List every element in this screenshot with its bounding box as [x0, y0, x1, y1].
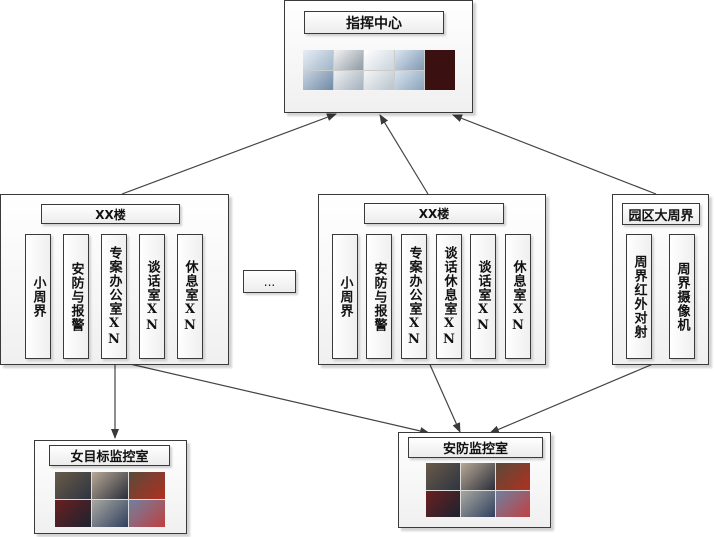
- room-label: 安防与报警: [371, 261, 387, 332]
- building-left-room-3[interactable]: 专案办公室XN: [101, 234, 127, 359]
- arrow-left-building-to-command: [121, 113, 337, 195]
- room-label: 休息室XN: [182, 259, 198, 334]
- perimeter-title: 园区大周界: [622, 203, 700, 225]
- building-right-room-5[interactable]: 谈话室XN: [470, 234, 496, 359]
- room-label: 专案办公室XN: [406, 245, 422, 348]
- building-left-room-5[interactable]: 休息室XN: [177, 234, 203, 359]
- command-center-node[interactable]: 指挥中心: [284, 0, 473, 113]
- arrow-left-building-to-security-monitor: [129, 363, 430, 435]
- building-right-room-1[interactable]: 小周界: [332, 234, 358, 359]
- building-right-room-4[interactable]: 谈话休息室XN: [436, 234, 462, 359]
- security-monitor-photo-collage: [426, 463, 530, 517]
- building-left-room-4[interactable]: 谈话室XN: [139, 234, 165, 359]
- building-right-room-6[interactable]: 休息室XN: [505, 234, 531, 359]
- arrow-perimeter-to-command: [452, 114, 657, 195]
- room-label: 休息室XN: [510, 259, 526, 334]
- command-center-title: 指挥中心: [304, 11, 444, 34]
- more-buildings-ellipsis: ...: [243, 270, 296, 293]
- room-label: 小周界: [337, 275, 353, 318]
- building-left-room-2[interactable]: 安防与报警: [63, 234, 89, 359]
- room-label: 安防与报警: [68, 261, 84, 332]
- arrow-perimeter-to-security-monitor: [489, 363, 654, 434]
- building-left-title: XX楼: [41, 204, 180, 224]
- perimeter-item-camera[interactable]: 周界摄像机: [669, 234, 695, 359]
- female-monitor-title: 女目标监控室: [49, 445, 170, 466]
- arrow-right-building-to-security-monitor: [426, 357, 461, 433]
- building-right-room-3[interactable]: 专案办公室XN: [401, 234, 427, 359]
- room-label: 专案办公室XN: [106, 245, 122, 348]
- security-monitor-title: 安防监控室: [408, 437, 543, 458]
- perimeter-item-infrared[interactable]: 周界红外对射: [626, 234, 652, 359]
- female-monitor-node[interactable]: 女目标监控室: [34, 440, 187, 534]
- building-right-room-2[interactable]: 安防与报警: [366, 234, 392, 359]
- building-left-room-1[interactable]: 小周界: [25, 234, 51, 359]
- female-monitor-photo-collage: [55, 472, 165, 527]
- command-center-video-wall-image: [303, 50, 455, 90]
- room-label: 谈话室XN: [144, 259, 160, 334]
- building-right-title: XX楼: [364, 203, 504, 224]
- arrow-right-building-to-command: [379, 114, 429, 195]
- item-label: 周界红外对射: [631, 254, 647, 339]
- security-monitor-node[interactable]: 安防监控室: [398, 432, 551, 528]
- item-label: 周界摄像机: [674, 261, 690, 332]
- room-label: 谈话室XN: [475, 259, 491, 334]
- room-label: 小周界: [30, 275, 46, 318]
- room-label: 谈话休息室XN: [441, 245, 457, 348]
